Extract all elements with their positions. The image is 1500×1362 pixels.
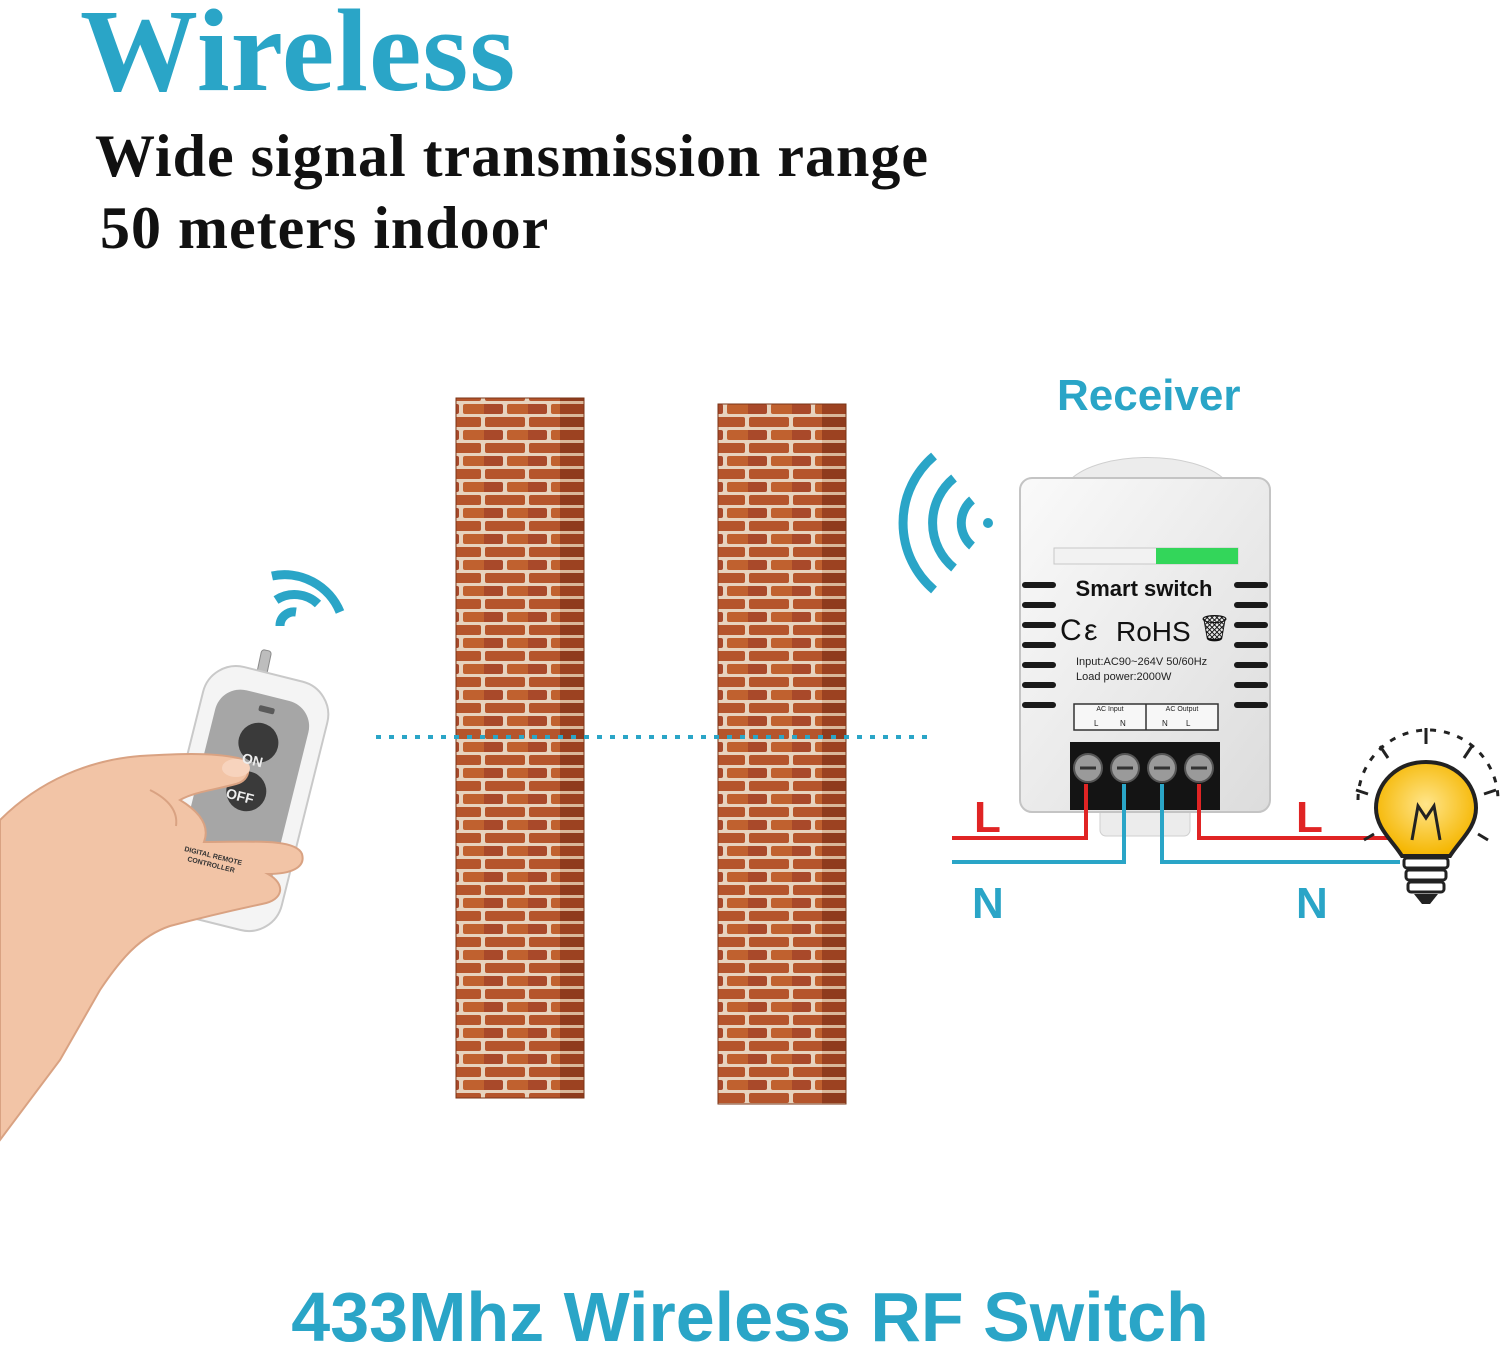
receiver-device	[1019, 457, 1271, 837]
brick-wall-left	[455, 397, 585, 1099]
hand-holding-remote	[0, 649, 330, 1142]
device-load-spec: Load power:2000W	[1076, 671, 1172, 683]
weee-bin-icon: 🗑	[1198, 614, 1232, 644]
light-bulb-icon	[1355, 728, 1500, 904]
ce-mark: C ε	[1060, 614, 1098, 647]
subtitle-distance: 50 meters indoor	[100, 195, 550, 261]
wiring	[952, 784, 1400, 864]
brick-wall-right	[717, 403, 847, 1105]
rohs-mark: RoHS	[1116, 616, 1191, 647]
device-input-spec: Input:AC90~264V 50/60Hz	[1076, 656, 1208, 668]
headline: Wireless	[80, 0, 517, 116]
ac-output-label: AC Output	[1165, 706, 1199, 713]
live-output-label: L	[1296, 793, 1323, 842]
receiver-label: Receiver	[1057, 371, 1241, 420]
ac-input-label: AC Input	[1096, 706, 1124, 713]
terminal-input-l: L	[1094, 719, 1099, 728]
footer-title: 433Mhz Wireless RF Switch	[291, 1278, 1209, 1356]
receiver-wifi-icon	[898, 452, 993, 594]
subtitle-range: Wide signal transmission range	[95, 123, 929, 189]
neutral-input-label: N	[972, 879, 1004, 928]
terminal-output-l: L	[1186, 719, 1191, 728]
neutral-output-label: N	[1296, 879, 1328, 928]
terminal-input-n: N	[1120, 719, 1126, 728]
remote-wifi-icon	[271, 570, 345, 627]
live-input-label: L	[974, 793, 1001, 842]
device-title: Smart switch	[1075, 576, 1213, 601]
terminal-output-n: N	[1162, 719, 1168, 728]
